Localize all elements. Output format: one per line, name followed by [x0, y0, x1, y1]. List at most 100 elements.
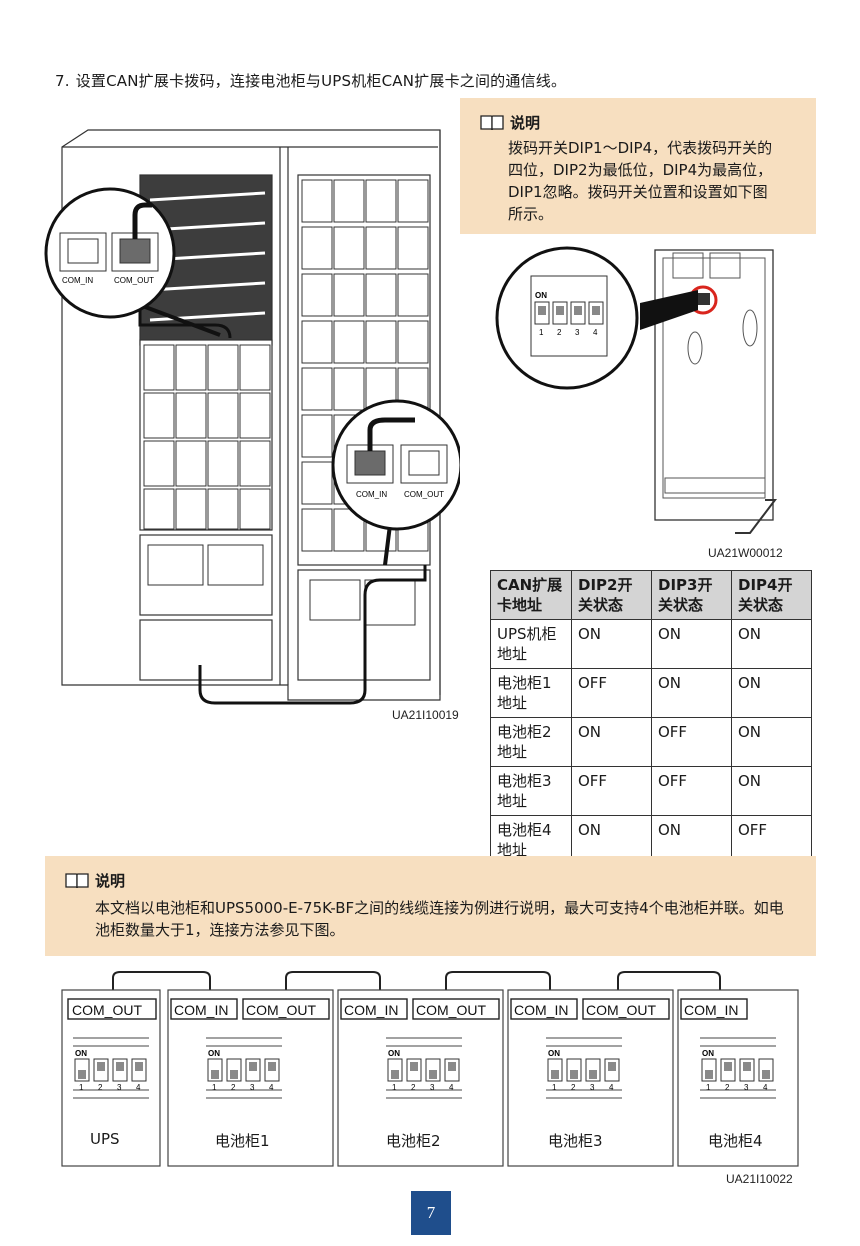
cell-address: 电池柜2地址 [490, 717, 572, 767]
chain-unit-battery-2: 电池柜2 [386, 1132, 441, 1150]
dip-lever [78, 1070, 86, 1079]
note-header: 说明 [480, 112, 798, 133]
switch-number-3: 3 [575, 328, 580, 337]
switch-number-2: 2 [557, 328, 562, 337]
dip-lever [724, 1062, 732, 1071]
dip-lever [211, 1070, 219, 1079]
header-address: CAN扩展卡地址 [490, 570, 572, 620]
dip-number: 2 [725, 1083, 730, 1092]
page-number: 7 [411, 1191, 451, 1235]
dip-number: 3 [250, 1083, 255, 1092]
cell-dip4: ON [731, 766, 812, 816]
dip-number: 4 [136, 1083, 141, 1092]
cabinet-chain-diagram: COM_OUT COM_IN COM_OUT COM_IN COM_OUT CO… [61, 971, 799, 1167]
step-number: 7. [55, 72, 70, 90]
chain-unit-battery-4: 电池柜4 [708, 1132, 763, 1150]
note-title: 说明 [510, 114, 541, 132]
port-label-com-out: COM_OUT [114, 276, 154, 285]
on-label-board: ON [535, 291, 547, 300]
dip-number: 1 [212, 1083, 217, 1092]
chain-port-b1-out: COM_OUT [246, 1002, 316, 1018]
dip-switch-group: ON 1 2 3 4 [386, 1034, 462, 1104]
chain-port-b2-in: COM_IN [344, 1002, 398, 1018]
dip-number: 2 [98, 1083, 103, 1092]
dip-lever [268, 1062, 276, 1071]
cell-dip3: ON [651, 619, 732, 669]
dip-number: 1 [552, 1083, 557, 1092]
dip-lever [410, 1062, 418, 1071]
dip-lever [391, 1070, 399, 1079]
chain-port-b2-out: COM_OUT [416, 1002, 486, 1018]
can-board-illustration: ON 1 2 3 4 [495, 246, 778, 534]
table-row: UPS机柜地址 ON ON ON [490, 619, 812, 669]
cell-address: 电池柜1地址 [490, 668, 572, 718]
step-text: 设置CAN扩展卡拨码，连接电池柜与UPS机柜CAN扩展卡之间的通信线。 [75, 72, 567, 90]
dip-lever [97, 1062, 105, 1071]
port-label-com-in-2: COM_IN [356, 490, 387, 499]
chain-port-ups-out: COM_OUT [72, 1002, 142, 1018]
dip-lever [249, 1062, 257, 1071]
cell-dip2: OFF [571, 766, 652, 816]
dip-number: 4 [269, 1083, 274, 1092]
switch-number-4: 4 [593, 328, 598, 337]
switch-number-1: 1 [539, 328, 544, 337]
book-icon [65, 873, 89, 889]
dip-lever [570, 1070, 578, 1079]
dip-lever [743, 1062, 751, 1071]
chain-port-b1-in: COM_IN [174, 1002, 228, 1018]
chain-port-b3-out: COM_OUT [586, 1002, 656, 1018]
dip-number: 2 [231, 1083, 236, 1092]
chain-port-b3-in: COM_IN [514, 1002, 568, 1018]
dip-lever [135, 1062, 143, 1071]
port-label-com-out-2: COM_OUT [404, 490, 444, 499]
chain-unit-ups: UPS [90, 1130, 120, 1148]
dip-on-label: ON [548, 1049, 560, 1058]
dip-lever [705, 1070, 713, 1079]
cell-dip3: ON [651, 668, 732, 718]
header-dip4: DIP4开关状态 [731, 570, 812, 620]
dip-lever [429, 1070, 437, 1079]
dip-on-label: ON [75, 1049, 87, 1058]
dip-number: 1 [79, 1083, 84, 1092]
dip-number: 2 [571, 1083, 576, 1092]
table-row: 电池柜2地址 ON OFF ON [490, 717, 812, 767]
dip-lever [116, 1062, 124, 1071]
note-box-connection: 说明 本文档以电池柜和UPS5000-E-75K-BF之间的线缆连接为例进行说明… [45, 856, 816, 956]
dip-settings-table: CAN扩展卡地址 DIP2开关状态 DIP3开关状态 DIP4开关状态 UPS机… [490, 570, 812, 865]
cell-dip4: ON [731, 717, 812, 767]
cell-dip4: ON [731, 619, 812, 669]
cell-dip3: OFF [651, 717, 732, 767]
dip-number: 1 [392, 1083, 397, 1092]
dip-number: 4 [449, 1083, 454, 1092]
cell-address: UPS机柜地址 [490, 619, 572, 669]
dip-number: 4 [609, 1083, 614, 1092]
dip-lever [589, 1070, 597, 1079]
cell-address: 电池柜3地址 [490, 766, 572, 816]
note-header: 说明 [65, 870, 796, 891]
dip-lever [608, 1062, 616, 1071]
book-icon [480, 115, 504, 131]
figure-code-chain: UA21I10022 [726, 1172, 793, 1186]
chain-unit-battery-3: 电池柜3 [548, 1132, 603, 1150]
step-instruction: 7. 设置CAN扩展卡拨码，连接电池柜与UPS机柜CAN扩展卡之间的通信线。 [55, 70, 566, 91]
dip-lever [551, 1070, 559, 1079]
cell-dip2: ON [571, 619, 652, 669]
header-dip2: DIP2开关状态 [571, 570, 652, 620]
figure-code-board: UA21W00012 [708, 546, 783, 560]
dip-number: 1 [706, 1083, 711, 1092]
dip-number: 2 [411, 1083, 416, 1092]
port-label-com-in: COM_IN [62, 276, 93, 285]
ups-cabinet-illustration: COM_IN COM_OUT COM_IN COM_OUT [44, 129, 460, 705]
dip-number: 3 [430, 1083, 435, 1092]
cell-dip2: ON [571, 717, 652, 767]
figure-code-cabinet: UA21I10019 [392, 708, 459, 722]
note-box-dip: 说明 拨码开关DIP1～DIP4，代表拨码开关的四位，DIP2为最低位，DIP4… [460, 98, 816, 234]
dip-on-label: ON [388, 1049, 400, 1058]
chain-port-b4-in: COM_IN [684, 1002, 738, 1018]
table-header-row: CAN扩展卡地址 DIP2开关状态 DIP3开关状态 DIP4开关状态 [490, 570, 812, 620]
